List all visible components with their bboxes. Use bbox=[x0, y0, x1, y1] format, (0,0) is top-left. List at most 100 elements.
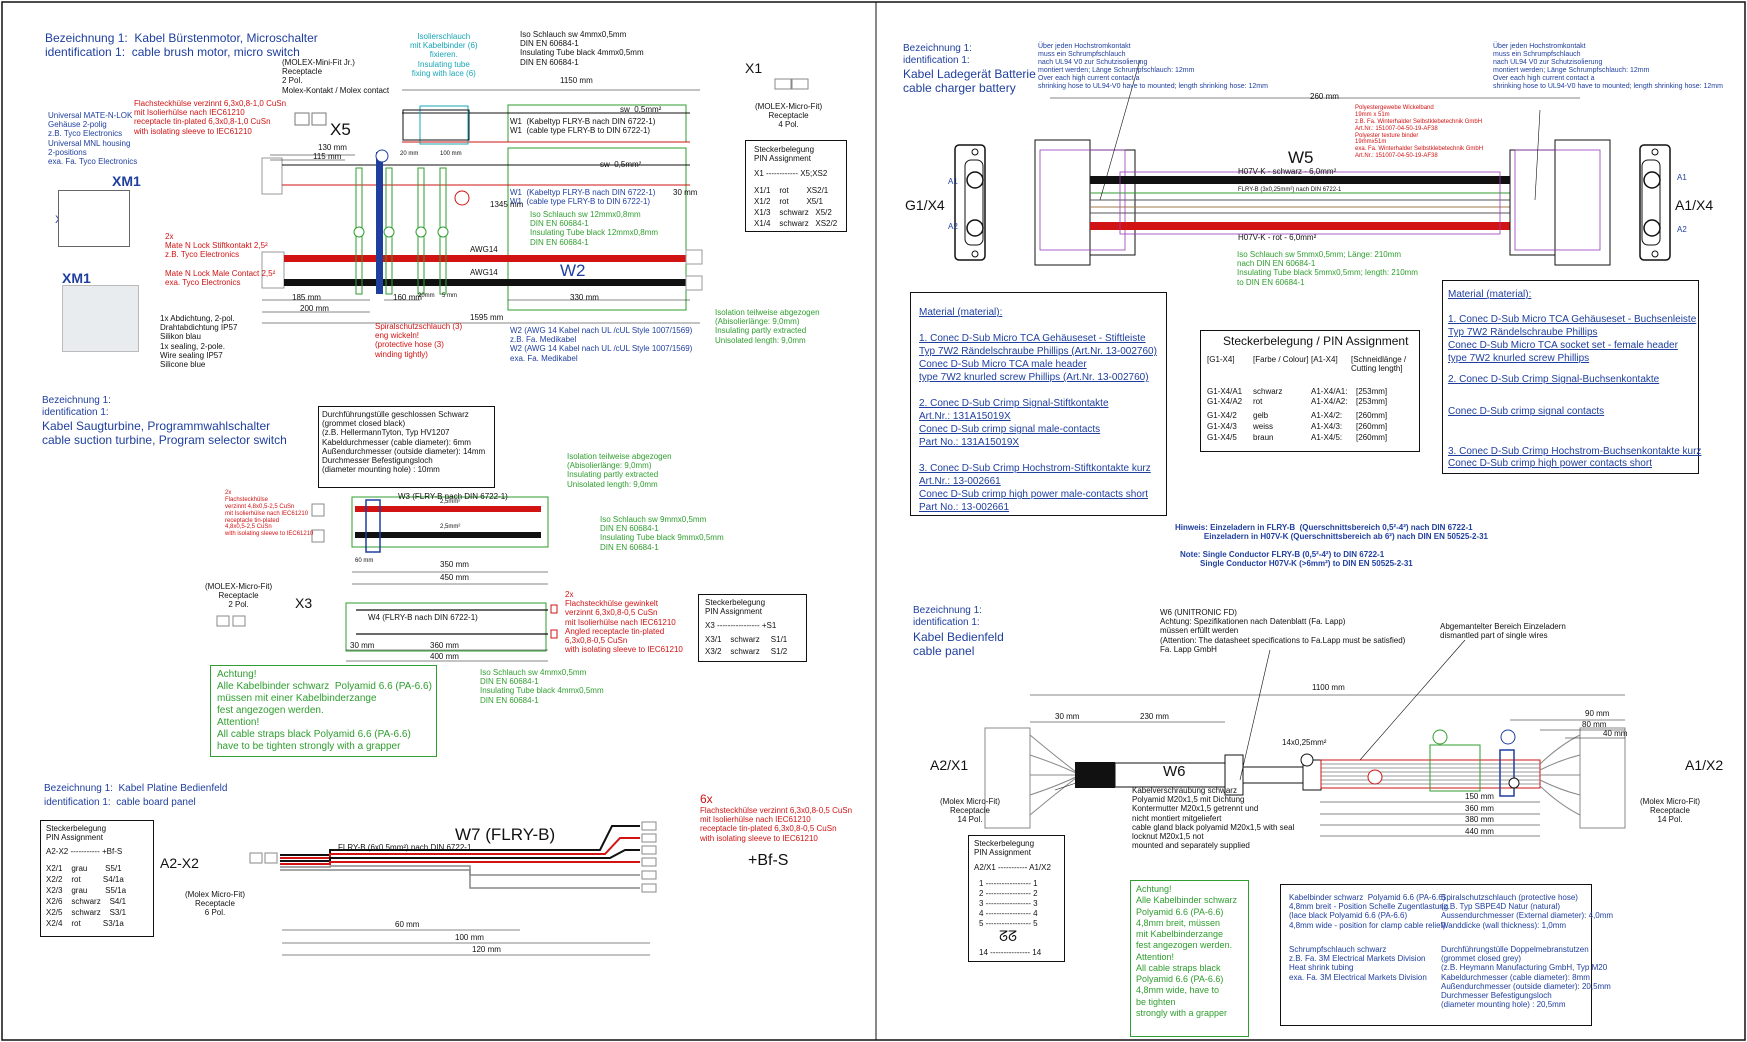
cable1-w2-note: W2 (AWG 14 Kabel nach UL /cUL Style 1007… bbox=[510, 326, 693, 363]
cable3-dim-60: 60 mm bbox=[395, 920, 420, 929]
cable5-dim-380: 380 mm bbox=[1465, 815, 1494, 824]
pin-cell: [253mm] bbox=[1356, 397, 1388, 406]
cable3-a2x2-label: A2-X2 bbox=[160, 855, 199, 871]
legend-item-3: Schrumpfschlauch schwarz z.B. Fa. 3M Ele… bbox=[1289, 945, 1427, 982]
cable2-molex-label: (MOLEX-Micro-Fit) Receptacle 2 Pol. bbox=[205, 582, 273, 610]
cable1-dim-200: 200 mm bbox=[300, 304, 329, 313]
cable2-flach-note: 2x Flachsteckhülse verzinnt 4,8x0,5-2,5 … bbox=[225, 490, 314, 538]
cable4-a1-right: A1 bbox=[1677, 173, 1687, 182]
cable2-dim-350: 350 mm bbox=[440, 560, 469, 569]
cable2-dim-450: 450 mm bbox=[440, 573, 469, 582]
cable4-flry-mid: FLRY-B (3x0,25mm²) nach DIN 6722-1 bbox=[1238, 187, 1342, 193]
pin-table-row: X2/3 grau S5/1a bbox=[46, 886, 127, 895]
material-title: Material (material): bbox=[1448, 289, 1532, 300]
pin-cell: braun bbox=[1253, 433, 1274, 442]
pin-table-row: X1/2 rot X5/1 bbox=[754, 197, 823, 206]
pin-table-row: X2/2 rot S4/1a bbox=[46, 875, 124, 884]
pin-table-row: 3 ----------------- 3 bbox=[979, 899, 1038, 908]
pin-table-title: Steckerbelegung PIN Assignment bbox=[974, 839, 1035, 858]
cable2-grommet-note: Durchführungstülle geschlossen Schwarz (… bbox=[322, 410, 486, 475]
pin-cell: A1-X4/3: bbox=[1311, 422, 1343, 431]
cable4-hinweis: Hinweis: Einzeladern in FLRY-B (Querschn… bbox=[1175, 523, 1488, 542]
pin-cell: G1-X4/3 bbox=[1207, 422, 1237, 431]
cable5-dim-150: 150 mm bbox=[1465, 792, 1494, 801]
cable1-dim-30: 30 mm bbox=[673, 188, 698, 197]
cable4-w5-label: W5 bbox=[1288, 148, 1314, 167]
cable1-dim-1150: 1150 mm bbox=[560, 76, 593, 85]
material-line: Art.Nr.: 131A15019X bbox=[919, 411, 1011, 422]
cable1-dim-5: 5 mm bbox=[442, 293, 457, 299]
pin-cell: gelb bbox=[1253, 411, 1269, 420]
cable1-dim-20a: 20mm bbox=[418, 293, 435, 299]
cable1-spiral-note: Spiralschutzschlauch (3) eng wickeln! (p… bbox=[375, 322, 463, 359]
cable5-dim-360: 360 mm bbox=[1465, 804, 1494, 813]
pin-table-col-header: [Farbe / Colour] bbox=[1253, 355, 1309, 364]
pin-table-row: 1 ----------------- 1 bbox=[979, 879, 1038, 888]
cable2-achtung-note: Achtung! Alle Kabelbinder schwarz Polyam… bbox=[217, 669, 432, 752]
xm1-photo bbox=[62, 285, 139, 352]
material-line: Conec D-Sub crimp signal contacts bbox=[1448, 406, 1605, 417]
cable3-dim-100: 100 mm bbox=[455, 933, 484, 942]
pin-table-col-header: [G1-X4] bbox=[1207, 355, 1235, 364]
cable4-dim-260: 260 mm bbox=[1310, 92, 1339, 101]
legend-item-2: Spiralschutzschlauch (protective hose) (… bbox=[1441, 893, 1614, 930]
pin-table-row: X1/1 rot XS2/1 bbox=[754, 186, 829, 195]
cable4-h07-red: H07V-K - rot - 6,0mm² bbox=[1238, 233, 1317, 242]
cable3-pin-assignment-table: Steckerbelegung PIN Assignment A2-X2 ---… bbox=[40, 820, 154, 937]
material-line: type 7W2 knurled screw Phillips (Art.Nr.… bbox=[919, 372, 1149, 383]
cable5-a1x2-label: A1/X2 bbox=[1685, 757, 1724, 773]
cable1-sealing-note: 1x Abdichtung, 2-pol. Drahtabdichtung IP… bbox=[160, 314, 238, 369]
cable1-w1-a: W1 (Kabeltyp FLRY-B nach DIN 6722-1) W1 … bbox=[510, 117, 656, 136]
cable1-molex-micro-label: (MOLEX-Micro-Fit) Receptacle 4 Pol. bbox=[755, 102, 823, 130]
cable5-w6-note: W6 (UNITRONIC FD) Achtung: Spezifikation… bbox=[1160, 608, 1406, 654]
cable2-cs25b: 2,5mm² bbox=[440, 524, 461, 530]
cable4-iso5-note: Iso Schlauch sw 5mmx0,5mm; Länge: 210mm … bbox=[1237, 250, 1418, 287]
pin-table-row: X1/4 schwarz XS2/2 bbox=[754, 219, 838, 228]
cable2-dim-30: 30 mm bbox=[350, 641, 375, 650]
cable2-iso4-note: Iso Schlauch sw 4mmx0,5mm DIN EN 60684-1… bbox=[480, 668, 604, 705]
cable4-designation: Bezeichnung 1: identification 1: bbox=[903, 43, 972, 66]
cable5-dim-440: 440 mm bbox=[1465, 827, 1494, 836]
cable2-iso9-note: Iso Schlauch sw 9mmx0,5mm DIN EN 60684-1… bbox=[600, 515, 724, 552]
cable3-flach-note: Flachsteckhülse verzinnt 6,3x0,8-0,5 CuS… bbox=[700, 806, 853, 843]
pin-table-row: 4 ----------------- 4 bbox=[979, 909, 1038, 918]
pin-cell: [253mm] bbox=[1356, 387, 1388, 396]
pin-table-col-header: [A1-X4] bbox=[1311, 355, 1338, 364]
cable1-dim-1595: 1595 mm bbox=[470, 313, 504, 322]
cable2-title: Kabel Saugturbine, Programmwahlschalter … bbox=[42, 419, 287, 447]
cable5-a2x1-label: A2/X1 bbox=[930, 757, 969, 773]
pin-cell: G1-X4/2 bbox=[1207, 411, 1237, 420]
pin-cell: A1-X4/2: bbox=[1311, 411, 1343, 420]
cable1-isolierschlauch-note: Isolierschlauch mit Kabelbinder (6) fixi… bbox=[410, 32, 478, 78]
cable3-identification: identification 1: cable board panel bbox=[44, 797, 196, 808]
cable3-6x: 6x bbox=[700, 792, 713, 806]
cable1-dim-330: 330 mm bbox=[570, 293, 599, 302]
cable3-w7-sub: FLRY-B (6x0,5mm²) nach DIN 6722-1 bbox=[338, 843, 472, 852]
material-line: Part No.: 13-002661 bbox=[919, 502, 1010, 513]
cable5-molex-right: (Molex Micro-Fit) Receptacle 14 Pol. bbox=[1640, 797, 1700, 825]
cable1-iso12-note: Iso Schlauch sw 12mmx0,8mm DIN EN 60684-… bbox=[530, 210, 659, 247]
material-line: type 7W2 knurled screw Phillips bbox=[1448, 353, 1590, 364]
cable1-awg14a: AWG14 bbox=[470, 245, 498, 254]
pin-table-row: X3/2 schwarz S1/2 bbox=[705, 647, 788, 656]
cable2-dim-400: 400 mm bbox=[430, 652, 459, 661]
cable1-dim-185: 185 mm bbox=[292, 293, 321, 302]
cable1-x1-label: X1 bbox=[745, 60, 763, 76]
cable5-w6-label: W6 bbox=[1163, 763, 1186, 780]
material-line: Typ 7W2 Rändelschraube Phillips bbox=[1448, 327, 1598, 338]
cable1-sw05b: sw 0,5mm² bbox=[600, 160, 642, 169]
cable4-a2-right: A2 bbox=[1677, 225, 1687, 234]
cable1-xm1-photo-label: XM1 bbox=[62, 270, 91, 286]
cable4-a1-left: A1 bbox=[948, 177, 958, 186]
material-line: 3. Conec D-Sub Crimp Hochstrom-Buchsenko… bbox=[1448, 446, 1702, 457]
pin-cell: rot bbox=[1253, 397, 1263, 406]
cable4-hc-right-note: Über jeden Hochstromkontakt muss ein Sch… bbox=[1493, 43, 1723, 91]
material-line: Conec D-Sub crimp high power contacts sh… bbox=[1448, 458, 1652, 469]
cable2-dim-60: 60 mm bbox=[355, 558, 374, 564]
cable1-mate-contacts-note: 2x Mate N Lock Stiftkontakt 2,5² z.B. Ty… bbox=[165, 232, 276, 287]
pin-cell: [260mm] bbox=[1356, 411, 1388, 420]
legend-item-4: Durchführungstülle Doppelmebranstutzen (… bbox=[1441, 945, 1611, 1010]
cable5-achtung-note: Achtung! Alle Kabelbinder schwarz Polyam… bbox=[1136, 884, 1238, 1018]
pin-table-row: 2 ----------------- 2 bbox=[979, 889, 1038, 898]
cable3-bfs-label: +Bf-S bbox=[748, 852, 789, 869]
